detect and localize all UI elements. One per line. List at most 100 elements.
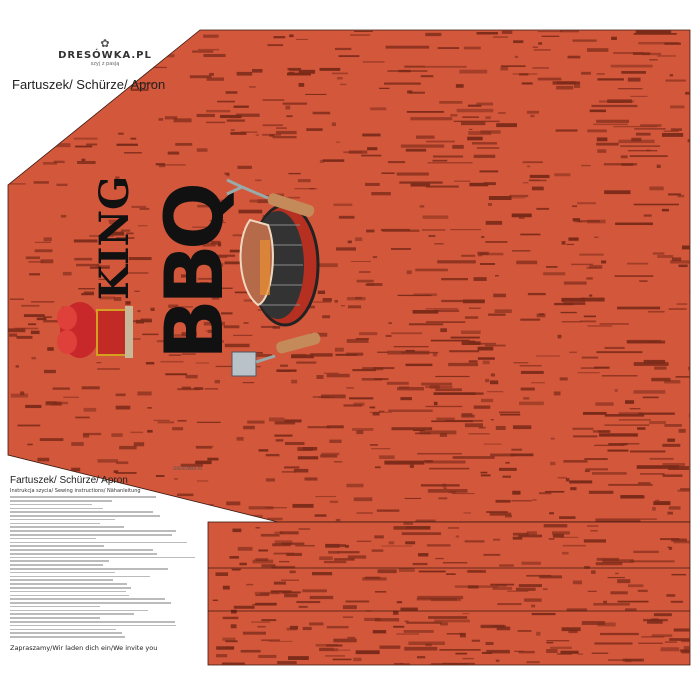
texture-streak — [262, 133, 281, 136]
texture-streak — [268, 640, 293, 642]
texture-streak — [596, 557, 619, 561]
texture-streak — [469, 128, 473, 130]
texture-streak — [94, 68, 120, 72]
texture-streak — [232, 528, 242, 533]
instruction-line — [10, 594, 130, 597]
texture-streak — [97, 459, 119, 463]
texture-streak — [212, 599, 218, 601]
texture-streak — [219, 340, 224, 343]
texture-streak — [21, 304, 40, 307]
texture-streak — [425, 185, 459, 188]
texture-streak — [233, 105, 249, 108]
texture-streak — [274, 540, 293, 545]
texture-streak — [461, 414, 475, 418]
texture-streak — [180, 463, 203, 467]
texture-streak — [160, 360, 184, 363]
texture-streak — [627, 150, 658, 152]
texture-streak — [512, 536, 523, 540]
texture-streak — [131, 320, 152, 323]
texture-streak — [358, 271, 371, 273]
texture-streak — [233, 334, 253, 337]
texture-streak — [588, 490, 614, 494]
texture-streak — [336, 247, 357, 251]
texture-streak — [34, 67, 42, 70]
texture-streak — [441, 277, 469, 281]
texture-streak — [596, 119, 630, 123]
texture-streak — [621, 71, 646, 74]
texture-streak — [37, 457, 50, 462]
texture-streak — [172, 427, 184, 431]
texture-streak — [472, 142, 497, 145]
instruction-line — [10, 632, 123, 634]
texture-streak — [455, 535, 460, 538]
texture-streak — [265, 478, 275, 482]
texture-streak — [81, 386, 100, 390]
texture-streak — [490, 453, 515, 457]
texture-streak — [428, 616, 468, 619]
texture-streak — [282, 102, 307, 105]
texture-streak — [683, 646, 690, 650]
texture-streak — [570, 487, 577, 491]
texture-streak — [474, 342, 496, 345]
texture-streak — [362, 61, 385, 63]
texture-streak — [638, 41, 680, 45]
texture-streak — [669, 638, 690, 641]
texture-streak — [165, 346, 176, 349]
texture-streak — [514, 650, 525, 652]
texture-streak — [608, 443, 628, 446]
texture-streak — [603, 600, 607, 604]
texture-streak — [302, 626, 312, 631]
texture-streak — [453, 180, 471, 182]
texture-streak — [284, 419, 302, 423]
texture-streak — [598, 100, 635, 103]
texture-streak — [371, 448, 391, 450]
texture-streak — [660, 538, 680, 541]
texture-streak — [271, 565, 296, 569]
texture-streak — [518, 650, 535, 654]
texture-streak — [336, 141, 341, 143]
texture-streak — [284, 593, 298, 598]
texture-streak — [216, 654, 228, 658]
texture-streak — [185, 374, 198, 379]
texture-streak — [206, 77, 225, 81]
texture-streak — [602, 559, 635, 563]
texture-streak — [355, 338, 369, 340]
texture-streak — [433, 392, 476, 395]
texture-streak — [477, 357, 495, 360]
texture-streak — [518, 216, 525, 219]
texture-streak — [130, 137, 137, 140]
texture-streak — [538, 42, 543, 45]
texture-streak — [337, 76, 343, 80]
texture-streak — [257, 199, 275, 204]
king-text: KING — [91, 176, 138, 300]
texture-streak — [629, 560, 675, 563]
texture-streak — [265, 507, 288, 509]
texture-streak — [53, 66, 65, 71]
texture-streak — [596, 73, 605, 75]
texture-streak — [369, 411, 392, 413]
texture-streak — [496, 626, 511, 631]
texture-streak — [206, 519, 211, 521]
texture-streak — [258, 549, 269, 552]
texture-streak — [662, 443, 681, 447]
texture-streak — [437, 260, 476, 264]
texture-streak — [279, 560, 290, 563]
texture-streak — [322, 315, 331, 319]
texture-streak — [406, 621, 442, 624]
texture-streak — [652, 506, 656, 511]
texture-streak — [275, 439, 284, 442]
texture-streak — [439, 649, 481, 651]
texture-streak — [235, 113, 260, 117]
texture-streak — [323, 560, 347, 564]
texture-streak — [646, 149, 651, 152]
texture-streak — [379, 645, 401, 649]
texture-streak — [415, 135, 435, 139]
texture-streak — [286, 72, 311, 76]
texture-streak — [640, 124, 662, 127]
texture-streak — [353, 30, 373, 32]
instruction-line — [10, 496, 157, 498]
texture-streak — [572, 218, 581, 222]
texture-streak — [607, 449, 629, 452]
instruction-line — [10, 605, 101, 608]
texture-streak — [374, 466, 381, 469]
